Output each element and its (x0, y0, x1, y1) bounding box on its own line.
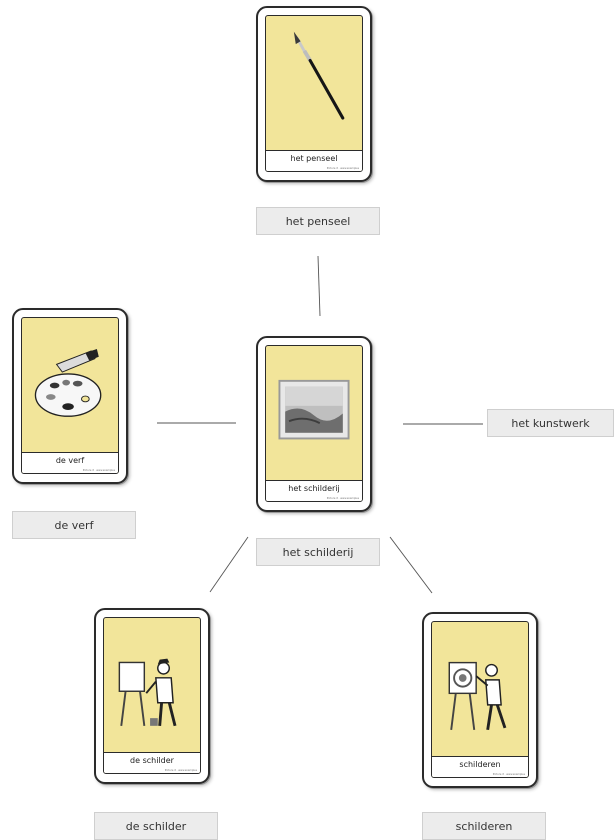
painting-icon (266, 346, 362, 481)
connector-bottom-right (389, 536, 433, 594)
card-credit: Picture it · www.examples (326, 167, 359, 170)
connector-bottom-left (209, 536, 249, 593)
painting-action-icon (432, 622, 528, 757)
label-schilderen: schilderen (422, 812, 546, 840)
card-caption: het penseel (266, 150, 362, 171)
card-schilder: de schilder Picture it · www.examples (94, 608, 210, 784)
label-penseel: het penseel (256, 207, 380, 235)
card-credit: Picture it · www.examples (492, 773, 525, 776)
card-penseel: het penseel Picture it · www.examples (256, 6, 372, 182)
card-schilderij: het schilderij Picture it · www.examples (256, 336, 372, 512)
paintbrush-icon (266, 16, 362, 151)
connector-top (317, 255, 321, 317)
painter-icon (104, 618, 200, 753)
card-credit: Picture it · www.examples (164, 769, 197, 772)
label-schilder: de schilder (94, 812, 218, 840)
card-credit: Picture it · www.examples (82, 469, 115, 472)
palette-icon (22, 318, 118, 453)
card-caption: de schilder (104, 752, 200, 773)
card-caption: schilderen (432, 756, 528, 777)
card-credit: Picture it · www.examples (326, 497, 359, 500)
label-verf: de verf (12, 511, 136, 539)
card-verf: de verf Picture it · www.examples (12, 308, 128, 484)
card-caption: het schilderij (266, 480, 362, 501)
card-schilderen: schilderen Picture it · www.examples (422, 612, 538, 788)
label-schilderij: het schilderij (256, 538, 380, 566)
card-caption: de verf (22, 452, 118, 473)
label-kunstwerk: het kunstwerk (487, 409, 614, 437)
